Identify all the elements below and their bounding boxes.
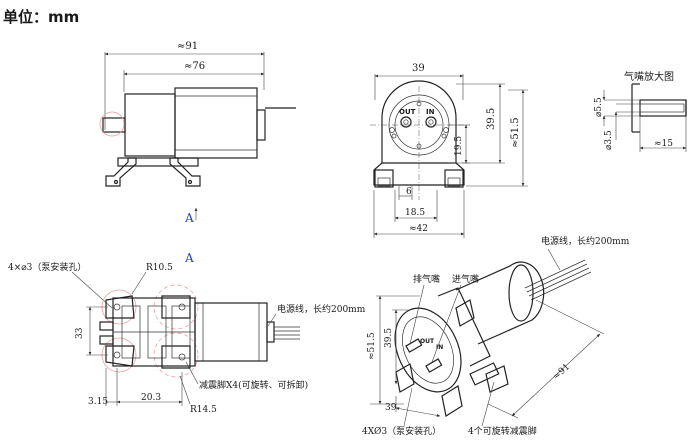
iso-port-out: OUT: [420, 338, 435, 345]
dim-bottom-3-15: 3.15: [88, 397, 108, 407]
section-marker-upper: A: [184, 211, 194, 225]
dim-side-height: 39.5: [486, 108, 497, 130]
nozzle-detail-view: 气嘴放大图 ⌀5.5 ⌀3.5 ≈15: [594, 70, 687, 152]
label-power-line-iso: 电源线，长约200mm: [541, 235, 630, 247]
foot-right: [444, 169, 464, 188]
dim-side-base: ≈42: [409, 224, 428, 234]
nozzle-detail-title: 气嘴放大图: [624, 70, 674, 83]
iso-motor: [455, 261, 545, 345]
nozzle: [99, 321, 114, 331]
motor-body: [174, 87, 258, 159]
dim-bottom-33: 33: [75, 327, 85, 339]
dim-nozzle-length: ≈15: [654, 139, 673, 149]
iso-foot: [441, 385, 463, 417]
bottom-view: 4×⌀3（泵安装孔） R10.5 电源线，长约200mm: [8, 261, 366, 415]
shock-foot: [105, 345, 135, 367]
foot-left: [374, 169, 394, 188]
label-iso-mount-holes: 4XØ3（泵安装孔）: [362, 425, 441, 437]
label-power-line-bottom: 电源线，长约200mm: [277, 303, 366, 315]
nozzle-detail-circle: [99, 111, 125, 137]
dim-iso-39-5: 39.5: [384, 328, 394, 348]
shock-foot: [161, 295, 191, 319]
pump-head: [124, 93, 176, 157]
dim-side-width: 39: [412, 63, 425, 74]
dim-nozzle-inner: ⌀3.5: [604, 130, 614, 150]
iso-port-in: IN: [436, 344, 443, 351]
side-view: 39 OUT IN 39.5 ≈51.5: [370, 63, 528, 238]
dim-front-overall: ≈91: [177, 41, 198, 52]
shock-foot-left: [105, 157, 137, 187]
nozzle: [99, 335, 114, 345]
dim-bottom-20-3: 20.3: [141, 393, 161, 403]
out-port: [400, 116, 412, 128]
foot-sweep-circle: [153, 284, 199, 330]
label-mount-holes: 4×⌀3（泵安装孔）: [8, 261, 86, 273]
label-out: OUT: [399, 108, 416, 116]
shock-foot-right: [169, 157, 201, 187]
intake-nozzle: [425, 358, 443, 373]
foot-sweep-circle: [153, 332, 199, 378]
shock-foot: [161, 345, 191, 369]
nozzle: [102, 117, 126, 133]
label-rotating-feet: 4个可旋转减震脚: [468, 425, 537, 437]
label-radius-10-5: R10.5: [146, 263, 173, 273]
label-in: IN: [426, 108, 435, 116]
label-exhaust-nozzle: 排气嘴: [413, 273, 440, 285]
in-port: [425, 116, 437, 128]
dim-side-total-height: ≈51.5: [510, 117, 521, 148]
exhaust-nozzle: [405, 338, 423, 353]
dim-iso-51-5: ≈51.5: [367, 332, 377, 360]
bottom-motor: [194, 302, 268, 362]
label-intake-nozzle: 进气嘴: [452, 273, 479, 285]
unit-label: 单位：mm: [3, 8, 79, 26]
iso-foot: [455, 299, 475, 327]
side-body: [381, 80, 457, 164]
dim-side-6: 6: [406, 187, 412, 197]
dim-front-body: ≈76: [184, 61, 205, 72]
label-radius-14-5: R14.5: [190, 405, 217, 415]
label-shock-feet: 减震脚X4(可旋转、可拆卸): [199, 379, 308, 391]
dim-iso-91: ≈91: [551, 362, 572, 382]
dim-nozzle-outer: ⌀5.5: [594, 97, 604, 117]
iso-foot: [395, 363, 415, 393]
dim-iso-39: 39: [385, 403, 397, 413]
dim-side-port-offset: 19.5: [454, 136, 464, 156]
iso-foot: [485, 365, 509, 393]
front-view: ≈91 ≈76: [99, 41, 296, 187]
dim-side-18-5: 18.5: [405, 208, 425, 218]
section-marker-lower: A: [184, 251, 194, 265]
shock-foot: [105, 295, 135, 319]
isometric-view: 电源线，长约200mm OUT IN 排气嘴 进气嘴 ≈51.5: [362, 235, 630, 437]
